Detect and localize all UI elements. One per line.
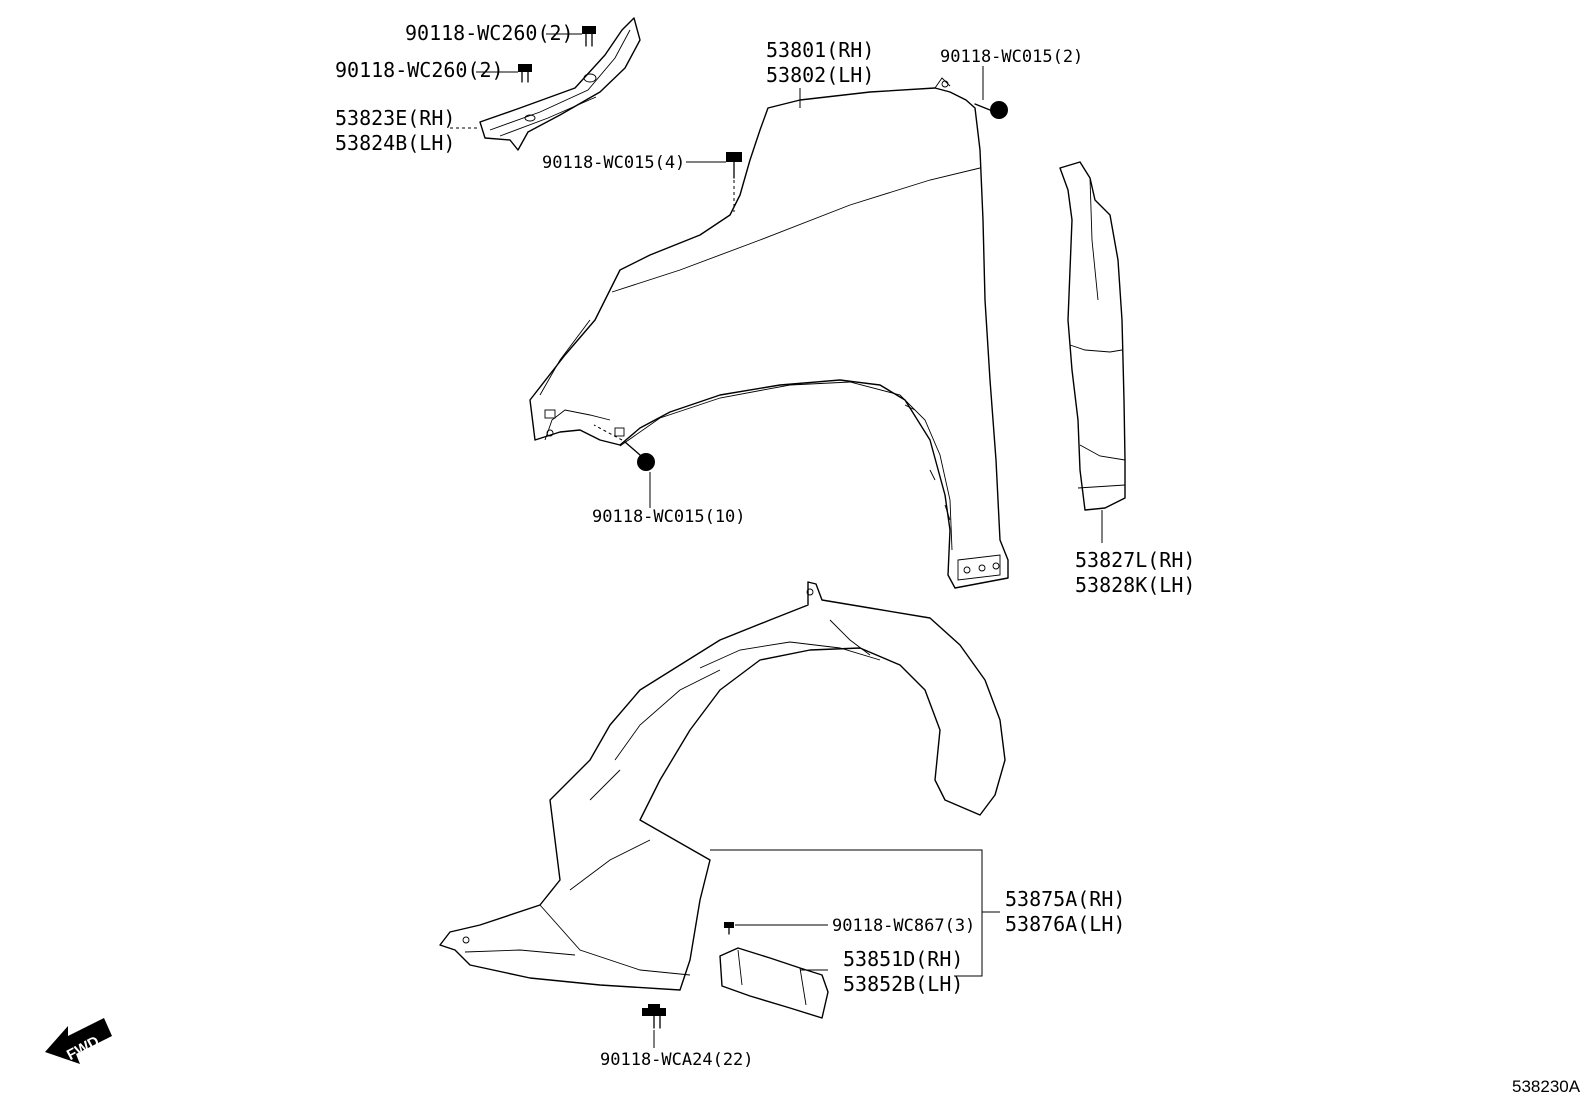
diagram-ref-number: 538230A (1512, 1077, 1581, 1096)
fender-liner (439, 581, 1006, 991)
label-seal-lh: 53824B(LH) (335, 131, 455, 155)
leader-lines (450, 33, 1103, 1048)
clip-icon-upper-b (518, 64, 532, 83)
label-seal-rh: 53823E(RH) (335, 106, 455, 130)
label-seal-rear-rh: 53827L(RH) (1075, 548, 1195, 572)
label-mudguard-rh: 53851D(RH) (843, 947, 963, 971)
label-bolt-front-10: 90118-WC015(10) (592, 507, 746, 527)
label-bolt-top-4: 90118-WC015(4) (542, 153, 685, 173)
label-clip-upper-b: 90118-WC260(2) (335, 58, 504, 82)
label-liner-rh: 53875A(RH) (1005, 887, 1125, 911)
label-mudguard-lh: 53852B(LH) (843, 972, 963, 996)
label-clip-22: 90118-WCA24(22) (600, 1050, 754, 1070)
label-fender-rh: 53801(RH) (766, 38, 874, 62)
mudguard (719, 947, 829, 1019)
label-bolt-top-2: 90118-WC015(2) (940, 47, 1083, 67)
bolt-icon-top-4 (726, 152, 742, 212)
label-clip-upper-a: 90118-WC260(2) (405, 21, 574, 45)
label-fender-lh: 53802(LH) (766, 63, 874, 87)
label-liner-lh: 53876A(LH) (1005, 912, 1125, 936)
clip-icon-22 (642, 1004, 666, 1029)
screw-icon (724, 922, 734, 935)
label-seal-rear-lh: 53828K(LH) (1075, 573, 1195, 597)
fender-seal-bracket (479, 17, 641, 151)
bolt-icon-front-10 (593, 424, 655, 471)
rear-fender-seal (1059, 161, 1126, 511)
label-screw-3: 90118-WC867(3) (832, 916, 975, 936)
bolt-icon-top-2 (974, 101, 1008, 119)
clip-icon-upper-a (582, 26, 596, 47)
front-fender (529, 77, 1009, 589)
forward-arrow-icon: FWD (45, 1018, 112, 1064)
